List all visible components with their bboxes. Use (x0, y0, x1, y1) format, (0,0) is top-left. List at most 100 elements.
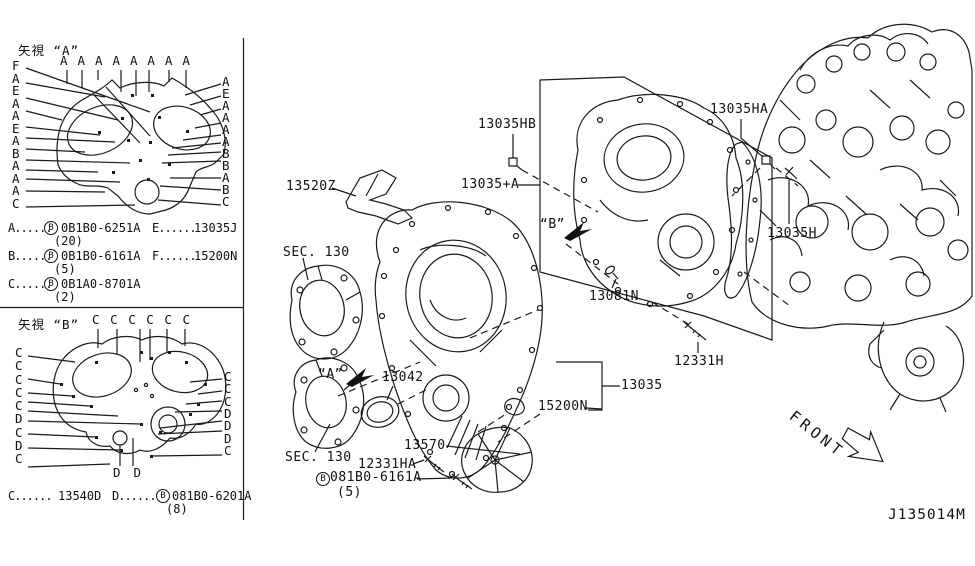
legend-qty: (2) (54, 290, 76, 304)
legend-part-number: 081B0-6201A (172, 489, 252, 503)
callout-letter: B (222, 158, 230, 173)
callout-letter: C (92, 312, 100, 327)
legend-key: C...... (8, 277, 53, 291)
callout-letter: A (222, 134, 230, 149)
label-13042: 13042 (382, 370, 424, 385)
view-arrow-a-icon (346, 368, 374, 387)
callout-letter: E (12, 83, 20, 99)
oil-seal-part (360, 385, 400, 428)
drawing-code: J135014M (888, 507, 966, 523)
view-a-left-leaders (25, 67, 151, 208)
label-sec130-upper: SEC. 130 (283, 245, 350, 260)
legend-key: D...... (112, 489, 157, 503)
label-13081n: 13081N (589, 289, 639, 304)
bolt-b081b0-6161a (416, 473, 473, 490)
view-marker-b: “B” (540, 217, 565, 232)
circle-b-marker: B (316, 472, 330, 486)
callout-letter: A (94, 53, 103, 68)
legend-key: E...... (152, 221, 197, 235)
callout-letter: A (164, 53, 173, 68)
view-b-drawing (27, 329, 227, 468)
callout-letter: A (12, 95, 20, 111)
view-arrow-b-icon (564, 222, 592, 241)
callout-letter: A (60, 53, 68, 68)
front-arrow-icon (841, 427, 884, 463)
view-a-fastener-squares (98, 94, 189, 181)
callout-letter: C (15, 398, 23, 413)
bolt-13035hb (508, 134, 523, 171)
callout-letter: A (129, 53, 138, 68)
callout-letter: C (164, 312, 172, 327)
callout-letter: E (12, 120, 20, 136)
gasket-part (724, 141, 762, 299)
legend-a-row-2: B...... B 0B1B0-6161A (5) F...... 15200N (8, 249, 244, 278)
legend-part-number: 0B1B0-6251A (61, 221, 141, 235)
callout-letter: A (12, 133, 20, 149)
bolt-12331h (683, 321, 707, 353)
label-12331h: 12331H (674, 354, 724, 369)
label-15200n: 15200N (538, 399, 588, 414)
legend-part-number: 0B1B0-6161A (61, 249, 141, 263)
panel-borders (0, 38, 245, 520)
front-cover-part (374, 201, 544, 479)
bolt-13035h (784, 166, 798, 224)
callout-letter: A (222, 98, 230, 113)
label-081b0-6161a-qty: (5) (337, 485, 362, 500)
view-a-title: 矢視 “A” (18, 43, 80, 58)
callout-letter: C (224, 381, 232, 397)
callout-letter: A (222, 74, 230, 89)
circle-b-marker: B (44, 277, 58, 291)
bolt-13081n (604, 265, 619, 289)
callout-letter: C (128, 312, 136, 327)
front-cover-leader-bracket (556, 361, 620, 411)
rear-cover-part (573, 93, 744, 308)
callout-letter: C (15, 358, 23, 374)
label-13570: 13570 (404, 438, 446, 453)
callout-letter: A (222, 110, 230, 125)
label-13035-plus-a: 13035+A (461, 177, 520, 192)
view-a-right-leaders (157, 83, 222, 206)
view-marker-a: “A” (318, 367, 343, 382)
legend-key: B...... (8, 249, 53, 263)
callout-letter: A (182, 53, 190, 68)
legend-qty: (5) (54, 262, 76, 276)
callout-letter: A (12, 183, 20, 199)
callout-letter: A (12, 158, 20, 174)
callout-letter: D (224, 418, 232, 434)
view-a-drawing (25, 67, 226, 215)
legend-qty: (8) (166, 502, 188, 516)
callout-letter: A (12, 70, 20, 86)
chain-guide-part (331, 169, 414, 225)
callout-letter: C (224, 369, 232, 384)
label-sec130-lower: SEC. 130 (285, 450, 352, 465)
callout-letter: D (113, 465, 121, 480)
view-b-bottom-leaders (119, 438, 134, 466)
circle-b-marker: B (156, 489, 170, 503)
callout-letter: C (182, 312, 190, 327)
callout-letter: C (15, 371, 23, 387)
legend-part-number: 13035J (194, 221, 238, 235)
callout-letter: A (12, 108, 20, 124)
callout-letter: A (77, 53, 86, 68)
callout-letter: D (224, 430, 232, 446)
legend-key: F...... (152, 249, 197, 263)
callout-letter: C (222, 194, 230, 209)
callout-letter: B (222, 146, 230, 161)
view-b-fastener-squares (60, 351, 207, 458)
label-13035ha: 13035HA (710, 102, 769, 117)
legend-b-row: C...... 13540D D...... B 081B0-6201A (8) (8, 489, 251, 518)
hose-part (504, 397, 603, 416)
callout-letter: C (15, 345, 23, 360)
view-a-top-leaders (66, 70, 187, 96)
callout-letter: F (12, 58, 20, 73)
label-13520z: 13520Z (286, 179, 336, 194)
circle-b-marker: B (44, 249, 58, 263)
assembly-dashed-lines (337, 167, 799, 443)
tensioner-part (445, 426, 533, 493)
